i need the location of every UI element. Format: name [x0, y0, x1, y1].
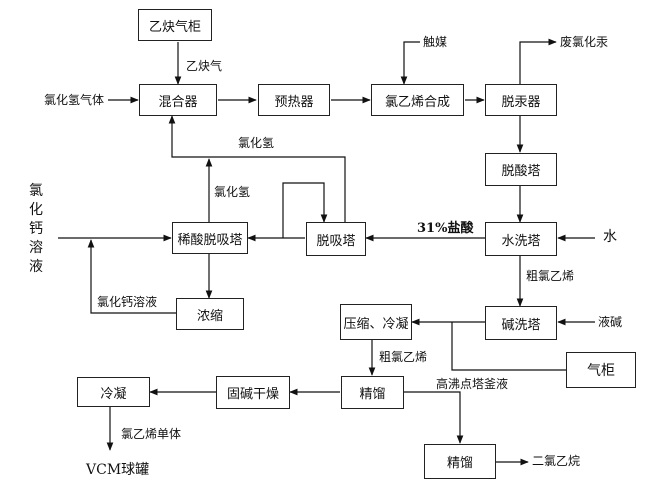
desorber-box: 脱吸塔 — [306, 222, 366, 256]
vc-synthesis-box: 氯乙烯合成 — [371, 84, 464, 116]
mercury-remover-box: 脱汞器 — [485, 84, 557, 116]
arrow-catalyst — [400, 41, 420, 85]
mixer-box: 混合器 — [139, 84, 217, 116]
label-dichloroethane: 二氯乙烷 — [532, 454, 581, 468]
label-waste-mercury: 废氯化汞 — [560, 35, 609, 49]
label-cacl2-vertical: 氯化钙溶液 — [29, 183, 43, 275]
label-hcl-top: 氯化氢 — [238, 136, 275, 150]
rectify-1-box: 精馏 — [341, 376, 404, 409]
compress-condense-box: 压缩、冷凝 — [340, 304, 412, 340]
label-31-hcl: 31%盐酸 — [417, 221, 474, 236]
water-wash-tower-box: 水洗塔 — [485, 222, 557, 256]
acetylene-holder-box: 乙炔气柜 — [138, 9, 212, 41]
label-hcl-mid: 氯化氢 — [214, 185, 251, 199]
arrow-cacl2-return — [87, 239, 176, 314]
label-liquid-alkali: 液碱 — [598, 315, 623, 329]
alkali-wash-tower-box: 碱洗塔 — [485, 306, 557, 340]
arrow-recycle-loop — [282, 182, 328, 238]
label-cacl2-solution: 氯化钙溶液 — [97, 295, 158, 309]
solid-alkali-dryer-box: 固碱干燥 — [216, 376, 290, 409]
dilute-acid-absorber-box: 稀酸脱吸塔 — [172, 222, 248, 254]
label-hcl-gas: 氯化氢气体 — [44, 93, 105, 107]
line-gas-holder — [451, 322, 566, 371]
label-crude-vc-2: 粗氯乙烯 — [379, 350, 428, 364]
arrow-rectify1-rectify2 — [404, 391, 464, 444]
gas-holder-box: 气柜 — [566, 352, 636, 388]
label-crude-vc-1: 粗氯乙烯 — [526, 269, 575, 283]
rectify-2-box: 精馏 — [424, 444, 496, 479]
label-water: 水 — [603, 229, 617, 245]
arrow-waste-mercury — [519, 38, 557, 84]
label-catalyst: 触媒 — [423, 35, 448, 49]
preheater-box: 预热器 — [258, 84, 330, 116]
concentrate-box: 浓缩 — [176, 298, 244, 330]
label-acetylene-gas: 乙炔气 — [186, 59, 223, 73]
label-vcm-tank: VCM球罐 — [86, 462, 150, 478]
deacid-tower-box: 脱酸塔 — [485, 153, 557, 186]
condenser-box: 冷凝 — [77, 377, 150, 407]
label-high-boiler: 高沸点塔釜液 — [436, 377, 509, 391]
arrow-hcl-return — [168, 115, 346, 222]
label-vc-monomer: 氯乙烯单体 — [121, 427, 182, 441]
